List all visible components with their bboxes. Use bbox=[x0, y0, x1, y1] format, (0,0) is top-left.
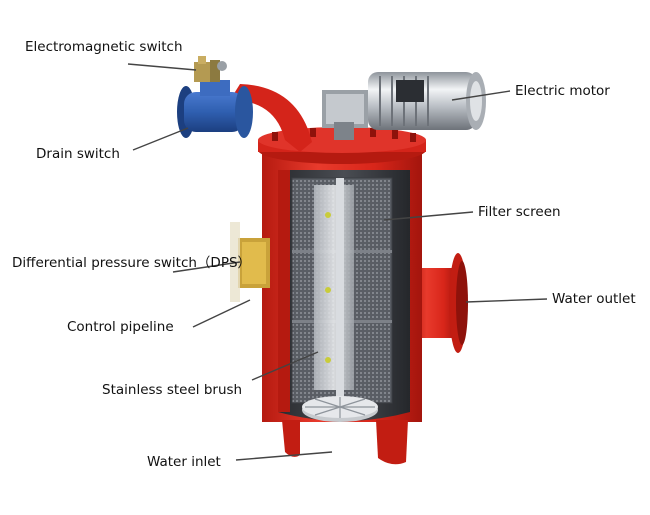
label-drain-switch: Drain switch bbox=[36, 146, 120, 162]
leader-dps bbox=[172, 261, 241, 273]
leader-outlet bbox=[465, 298, 548, 303]
drain-valve bbox=[177, 80, 253, 138]
motor-assembly bbox=[322, 72, 486, 140]
electromagnetic-switch bbox=[194, 56, 227, 82]
label-filter-screen: Filter screen bbox=[478, 204, 561, 220]
label-stainless-steel-brush: Stainless steel brush bbox=[102, 382, 243, 398]
label-water-inlet: Water inlet bbox=[147, 454, 221, 470]
dps-box bbox=[230, 222, 270, 302]
stainless-steel-brush bbox=[302, 178, 378, 422]
label-dps: Differential pressure switch（DPS） bbox=[12, 255, 252, 271]
label-electromagnetic-switch: Electromagnetic switch bbox=[25, 39, 183, 55]
leader-control bbox=[192, 299, 251, 328]
label-water-outlet: Water outlet bbox=[552, 291, 636, 307]
label-control-pipeline: Control pipeline bbox=[67, 319, 174, 335]
leader-electromagnetic bbox=[127, 63, 197, 71]
leader-motor bbox=[451, 90, 511, 101]
label-electric-motor: Electric motor bbox=[515, 83, 610, 99]
leader-screen bbox=[383, 211, 474, 221]
leader-brush bbox=[251, 351, 319, 381]
leader-inlet bbox=[235, 451, 333, 461]
leader-drain bbox=[132, 127, 189, 151]
leader-lines bbox=[127, 63, 548, 461]
